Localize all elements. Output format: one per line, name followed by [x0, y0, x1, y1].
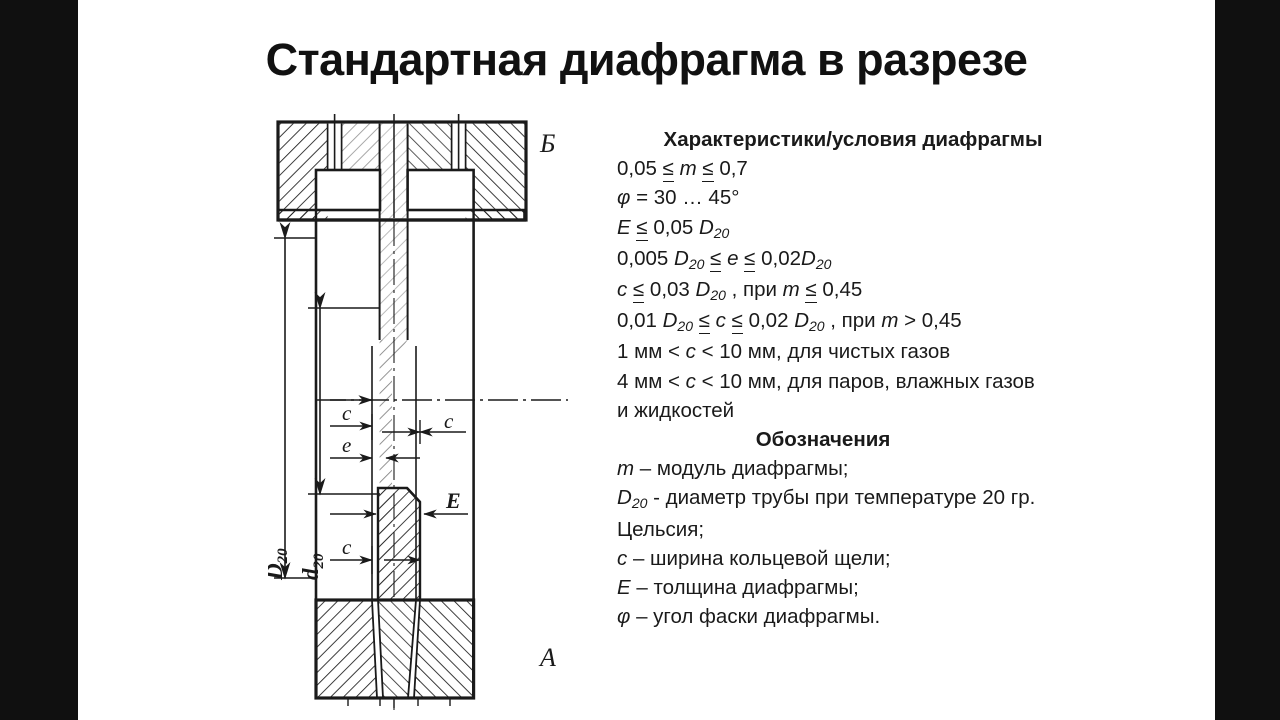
lower-flange-housing: [314, 598, 476, 708]
drawing-body: c c e E c Б А D20 d20: [268, 110, 608, 710]
dimension-lines: [274, 222, 380, 580]
condition-c-wet-gas-cont: и жидкостей: [617, 398, 735, 422]
condition-c-range-high: 0,01 D20 ≤ c ≤ 0,02 D20 , при m > 0,45: [617, 306, 1117, 337]
conditions-heading: Характеристики/условия диафрагмы: [663, 128, 1043, 151]
dimension-label-D20: D20: [268, 548, 291, 581]
specification-text-column: Характеристики/условия диафрагмы 0,05 ≤ …: [617, 125, 1117, 631]
callout-E: E: [445, 488, 461, 513]
notation-phi: φ – угол фаски диафрагмы.: [617, 605, 881, 629]
slide-canvas: Стандартная диафрагма в разрезе: [78, 0, 1215, 720]
callout-leaders: [316, 395, 568, 574]
orifice-plate: [371, 220, 422, 710]
callout-c-upper-right: c: [444, 409, 454, 433]
condition-phi-range: φ = 30 … 45°: [617, 186, 740, 210]
dimension-label-d20: d20: [298, 553, 327, 580]
callout-e: e: [342, 433, 351, 457]
notation-heading: Обозначения: [755, 428, 891, 452]
notation-D20: D20 - диаметр трубы при температуре 20 г…: [617, 486, 1036, 512]
page-title: Стандартная диафрагма в разрезе: [265, 34, 1028, 85]
section-caption-top: Б: [539, 129, 555, 158]
flange-composite: [268, 110, 608, 250]
section-caption-bottom: А: [538, 643, 556, 672]
callout-c-lower: c: [342, 535, 352, 559]
callout-c-upper-left: c: [342, 401, 352, 425]
notation-E: E – толщина диафрагмы;: [617, 576, 859, 600]
condition-e-range: 0,005 D20 ≤ e ≤ 0,02D20: [617, 244, 1117, 275]
condition-E-limit: E ≤ 0,05 D20: [617, 213, 1117, 244]
condition-c-clean-gas: 1 мм < c < 10 мм, для чистых газов: [617, 340, 951, 364]
notation-D20-cont: Цельсия;: [617, 517, 705, 541]
condition-c-wet-gas: 4 мм < c < 10 мм, для паров, влажных газ…: [617, 369, 1035, 393]
notation-m: m – модуль диафрагмы;: [617, 457, 849, 481]
notation-c: c – ширина кольцевой щели;: [617, 546, 891, 570]
orifice-plate-section-drawing: c c e E c Б А D20 d20: [268, 110, 608, 710]
condition-m-range: 0,05 ≤ m ≤ 0,7: [617, 154, 1117, 183]
condition-c-limit-low: c ≤ 0,03 D20 , при m ≤ 0,45: [617, 275, 1117, 306]
